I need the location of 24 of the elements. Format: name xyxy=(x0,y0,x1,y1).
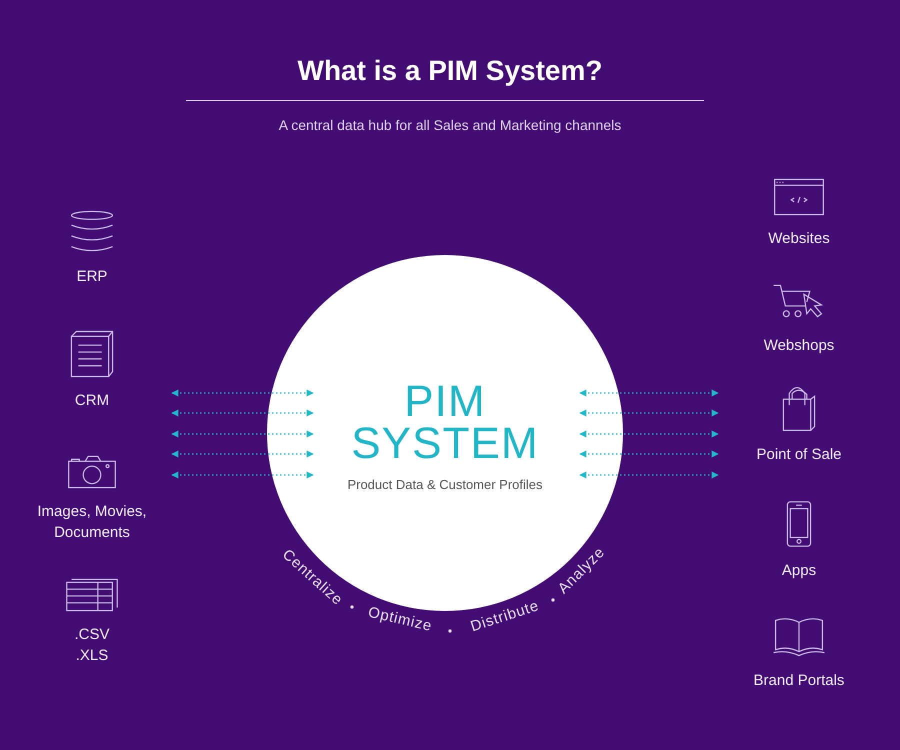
double-arrow xyxy=(171,390,314,396)
node-label: Webshops xyxy=(764,336,834,356)
double-arrow xyxy=(579,430,719,438)
node-label: Point of Sale xyxy=(756,445,842,465)
double-arrow xyxy=(579,450,719,458)
hub-subtitle: Product Data & Customer Profiles xyxy=(347,476,543,494)
node-label: Images, Movies, Documents xyxy=(36,502,148,543)
node-label: Brand Portals xyxy=(754,671,844,691)
double-arrow xyxy=(171,472,314,478)
double-arrow xyxy=(171,430,314,438)
subtitle: A central data hub for all Sales and Marketing channels xyxy=(278,116,622,135)
step-label: Optimize xyxy=(366,602,434,637)
node-label: CRM xyxy=(74,391,110,411)
double-arrow xyxy=(579,410,719,416)
double-arrow xyxy=(579,390,719,396)
double-arrow xyxy=(579,472,719,478)
hub-title: PIM SYSTEM xyxy=(350,381,540,466)
double-arrow xyxy=(171,450,314,458)
title: What is a PIM System? xyxy=(298,54,602,88)
node-label: .CSV .XLS xyxy=(73,625,110,666)
node-label: ERP xyxy=(76,267,108,287)
node-label: Apps xyxy=(782,561,816,581)
node-label: Websites xyxy=(768,229,830,249)
double-arrow xyxy=(171,410,314,416)
